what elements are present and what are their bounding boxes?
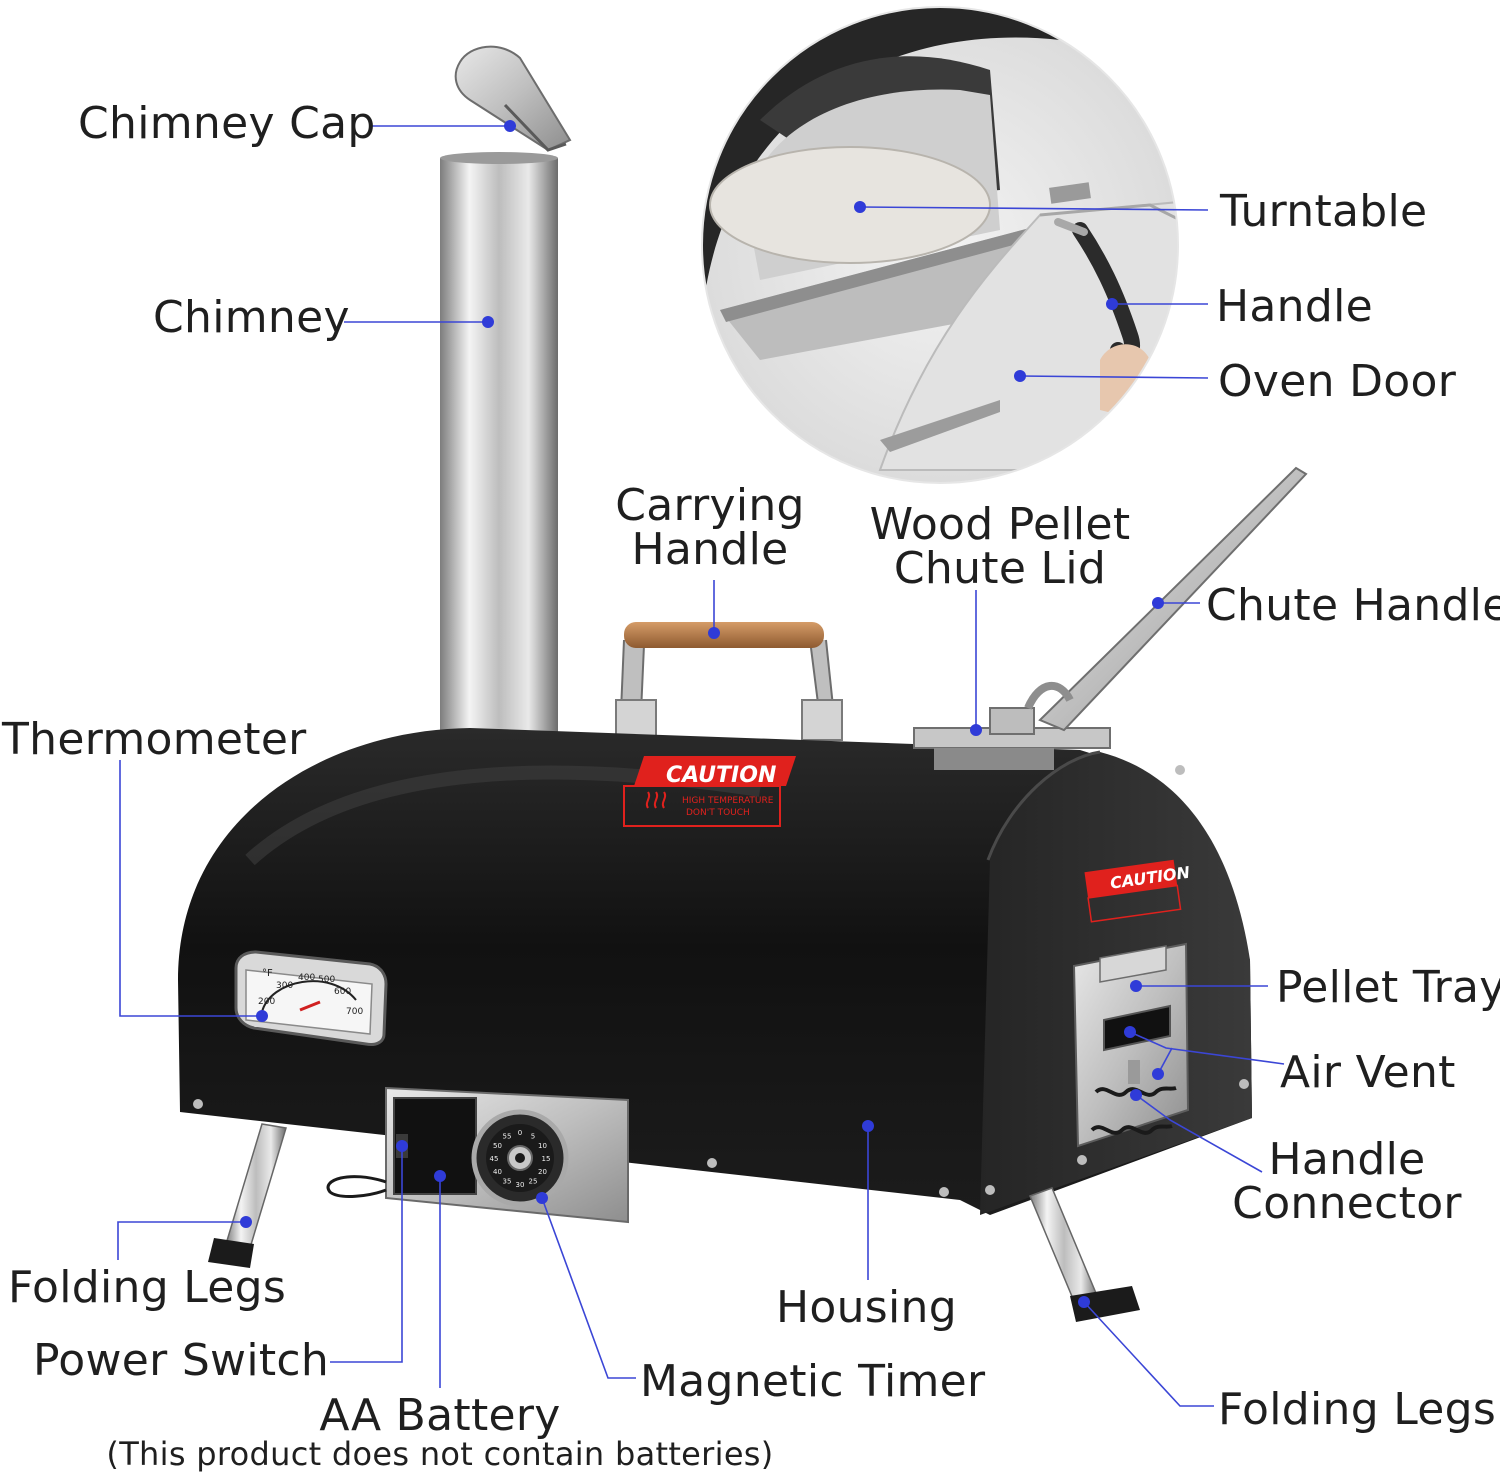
label-aa-battery: AA Battery (This product does not contai… — [70, 1390, 810, 1473]
warning-line-2: DON'T TOUCH — [686, 808, 750, 818]
timer-tick-label: 50 — [493, 1142, 502, 1150]
label-pellet-tray: Pellet Tray — [1276, 962, 1500, 1013]
timer-tick-label: 0 — [518, 1129, 522, 1137]
label-folding-legs-left: Folding Legs — [8, 1262, 287, 1313]
thermo-tick-400: 400 — [298, 973, 315, 983]
label-battery-note: (This product does not contain batteries… — [106, 1435, 774, 1473]
thermo-unit: °F — [262, 968, 273, 979]
label-turntable: Turntable — [1220, 186, 1428, 237]
timer-tick-label: 10 — [538, 1142, 547, 1150]
timer-tick-label: 15 — [542, 1155, 551, 1163]
thermo-tick-700: 700 — [346, 1007, 363, 1017]
label-chimney: Chimney — [153, 292, 350, 343]
legs-art — [208, 1123, 1140, 1322]
chute-art — [913, 466, 1308, 770]
label-aa-battery-line1: AA Battery — [319, 1390, 561, 1441]
timer-tick-label: 40 — [493, 1168, 502, 1176]
caution-sticker-top: CAUTION HIGH TEMPERATURE DON'T TOUCH — [623, 756, 796, 827]
label-oven-door: Oven Door — [1218, 356, 1457, 407]
label-carrying-handle-line2: Handle — [631, 524, 789, 575]
caution-sticker-side: CAUTION — [1084, 859, 1192, 923]
label-handle: Handle — [1216, 281, 1373, 332]
inset-closeup — [701, 6, 1179, 484]
thermo-tick-200: 200 — [258, 997, 275, 1007]
label-carrying-handle: Carrying Handle — [600, 484, 820, 572]
pellet-tray-art — [1072, 942, 1190, 1148]
label-chute-handle: Chute Handle — [1206, 580, 1500, 631]
timer-tick-label: 30 — [516, 1181, 525, 1189]
carrying-handle-art — [615, 622, 843, 741]
timer-tick-label: 35 — [503, 1178, 512, 1186]
thermo-tick-600: 600 — [334, 987, 351, 997]
control-box-art — [326, 1086, 629, 1224]
leader-lines — [117, 125, 1285, 1407]
label-magnetic-timer: Magnetic Timer — [640, 1356, 986, 1407]
label-chute-lid-line2: Chute Lid — [893, 543, 1107, 594]
label-wood-pellet-chute-lid: Wood Pellet Chute Lid — [860, 503, 1140, 591]
chimney-group — [440, 45, 572, 790]
caution-text: CAUTION — [666, 763, 776, 788]
timer-tick-label: 5 — [531, 1133, 535, 1141]
label-handle-connector-line2: Connector — [1232, 1178, 1462, 1229]
thermometer-art: °F 200 300 400 500 600 700 — [234, 950, 388, 1046]
label-air-vent: Air Vent — [1280, 1047, 1456, 1098]
timer-tick-label: 45 — [490, 1155, 499, 1163]
label-handle-connector-line1: Handle — [1268, 1134, 1426, 1185]
thermo-tick-500: 500 — [318, 975, 335, 985]
label-chute-lid-line1: Wood Pellet — [869, 499, 1131, 550]
warning-line-1: HIGH TEMPERATURE — [682, 796, 774, 806]
leader-dots — [240, 120, 1164, 1308]
label-handle-connector: Handle Connector — [1232, 1138, 1462, 1226]
label-power-switch: Power Switch — [33, 1335, 330, 1386]
label-folding-legs-right: Folding Legs — [1218, 1384, 1497, 1435]
timer-tick-label: 20 — [538, 1168, 547, 1176]
timer-tick-label: 25 — [529, 1178, 538, 1186]
label-chimney-cap: Chimney Cap — [78, 98, 376, 149]
timer-tick-label: 55 — [503, 1133, 512, 1141]
label-carrying-handle-line1: Carrying — [615, 480, 805, 531]
thermo-tick-300: 300 — [276, 981, 293, 991]
label-housing: Housing — [776, 1282, 957, 1333]
label-thermometer: Thermometer — [2, 714, 307, 765]
